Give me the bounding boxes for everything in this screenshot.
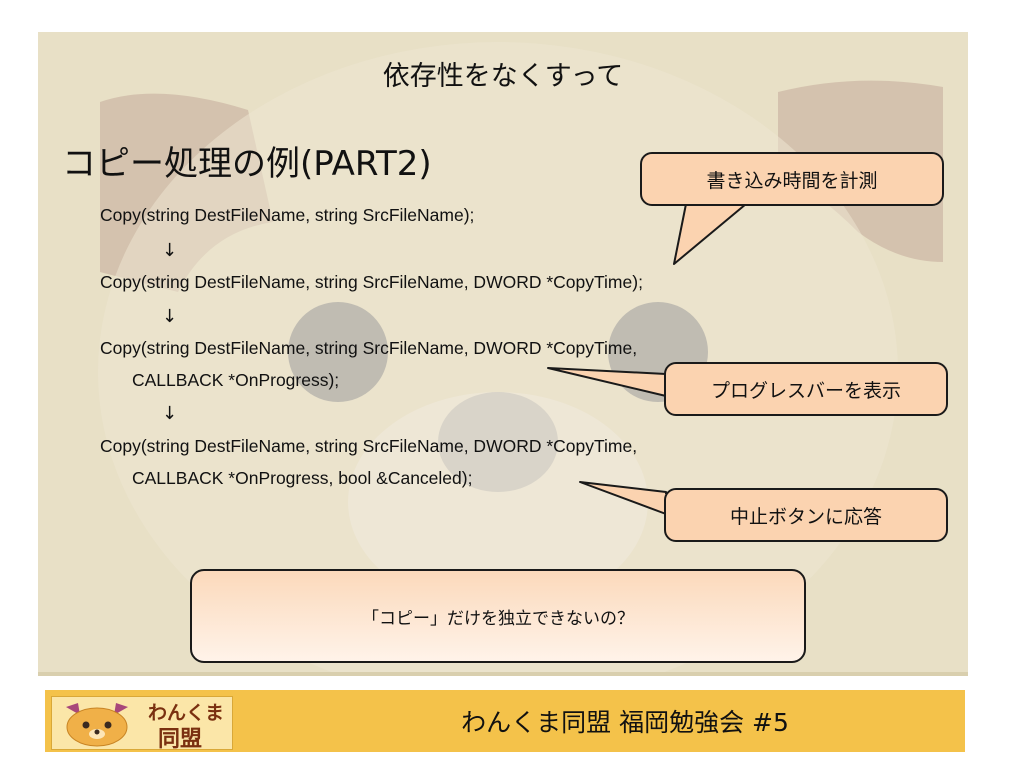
page-header: 依存性をなくすって <box>382 61 624 92</box>
page-title: コピー処理の例(PART2) <box>62 144 432 184</box>
slide: 依存性をなくすって コピー処理の例(PART2) Copy(string Des… <box>38 32 968 676</box>
wankuma-logo: わんくま 同盟 <box>51 696 233 752</box>
footer-title: わんくま同盟 福岡勉強会 #5 <box>461 708 789 737</box>
down-arrow-icon: ↓ <box>162 403 178 424</box>
logo-text-top: わんくま <box>148 702 225 724</box>
callout-cancel: 中止ボタンに応答 <box>664 488 948 542</box>
code-line-4a: Copy(string DestFileName, string SrcFile… <box>100 436 638 456</box>
question-box: 「コピー」だけを独立できないの？ <box>190 569 806 663</box>
logo-text-bottom: 同盟 <box>158 727 203 752</box>
code-line-3a: Copy(string DestFileName, string SrcFile… <box>100 338 638 358</box>
code-line-1: Copy(string DestFileName, string SrcFile… <box>100 205 475 225</box>
down-arrow-icon: ↓ <box>162 306 178 327</box>
callout-progress: プログレスバーを表示 <box>664 362 948 416</box>
down-arrow-icon: ↓ <box>162 240 178 261</box>
code-line-2: Copy(string DestFileName, string SrcFile… <box>100 272 643 292</box>
footer-bar: わんくま 同盟 わんくま同盟 福岡勉強会 #5 <box>45 690 965 752</box>
callout-copy-time: 書き込み時間を計測 <box>640 152 944 206</box>
code-line-4b: CALLBACK *OnProgress, bool &Canceled); <box>132 468 473 488</box>
bear-face-icon <box>66 703 128 747</box>
code-line-3b: CALLBACK *OnProgress); <box>132 370 340 390</box>
